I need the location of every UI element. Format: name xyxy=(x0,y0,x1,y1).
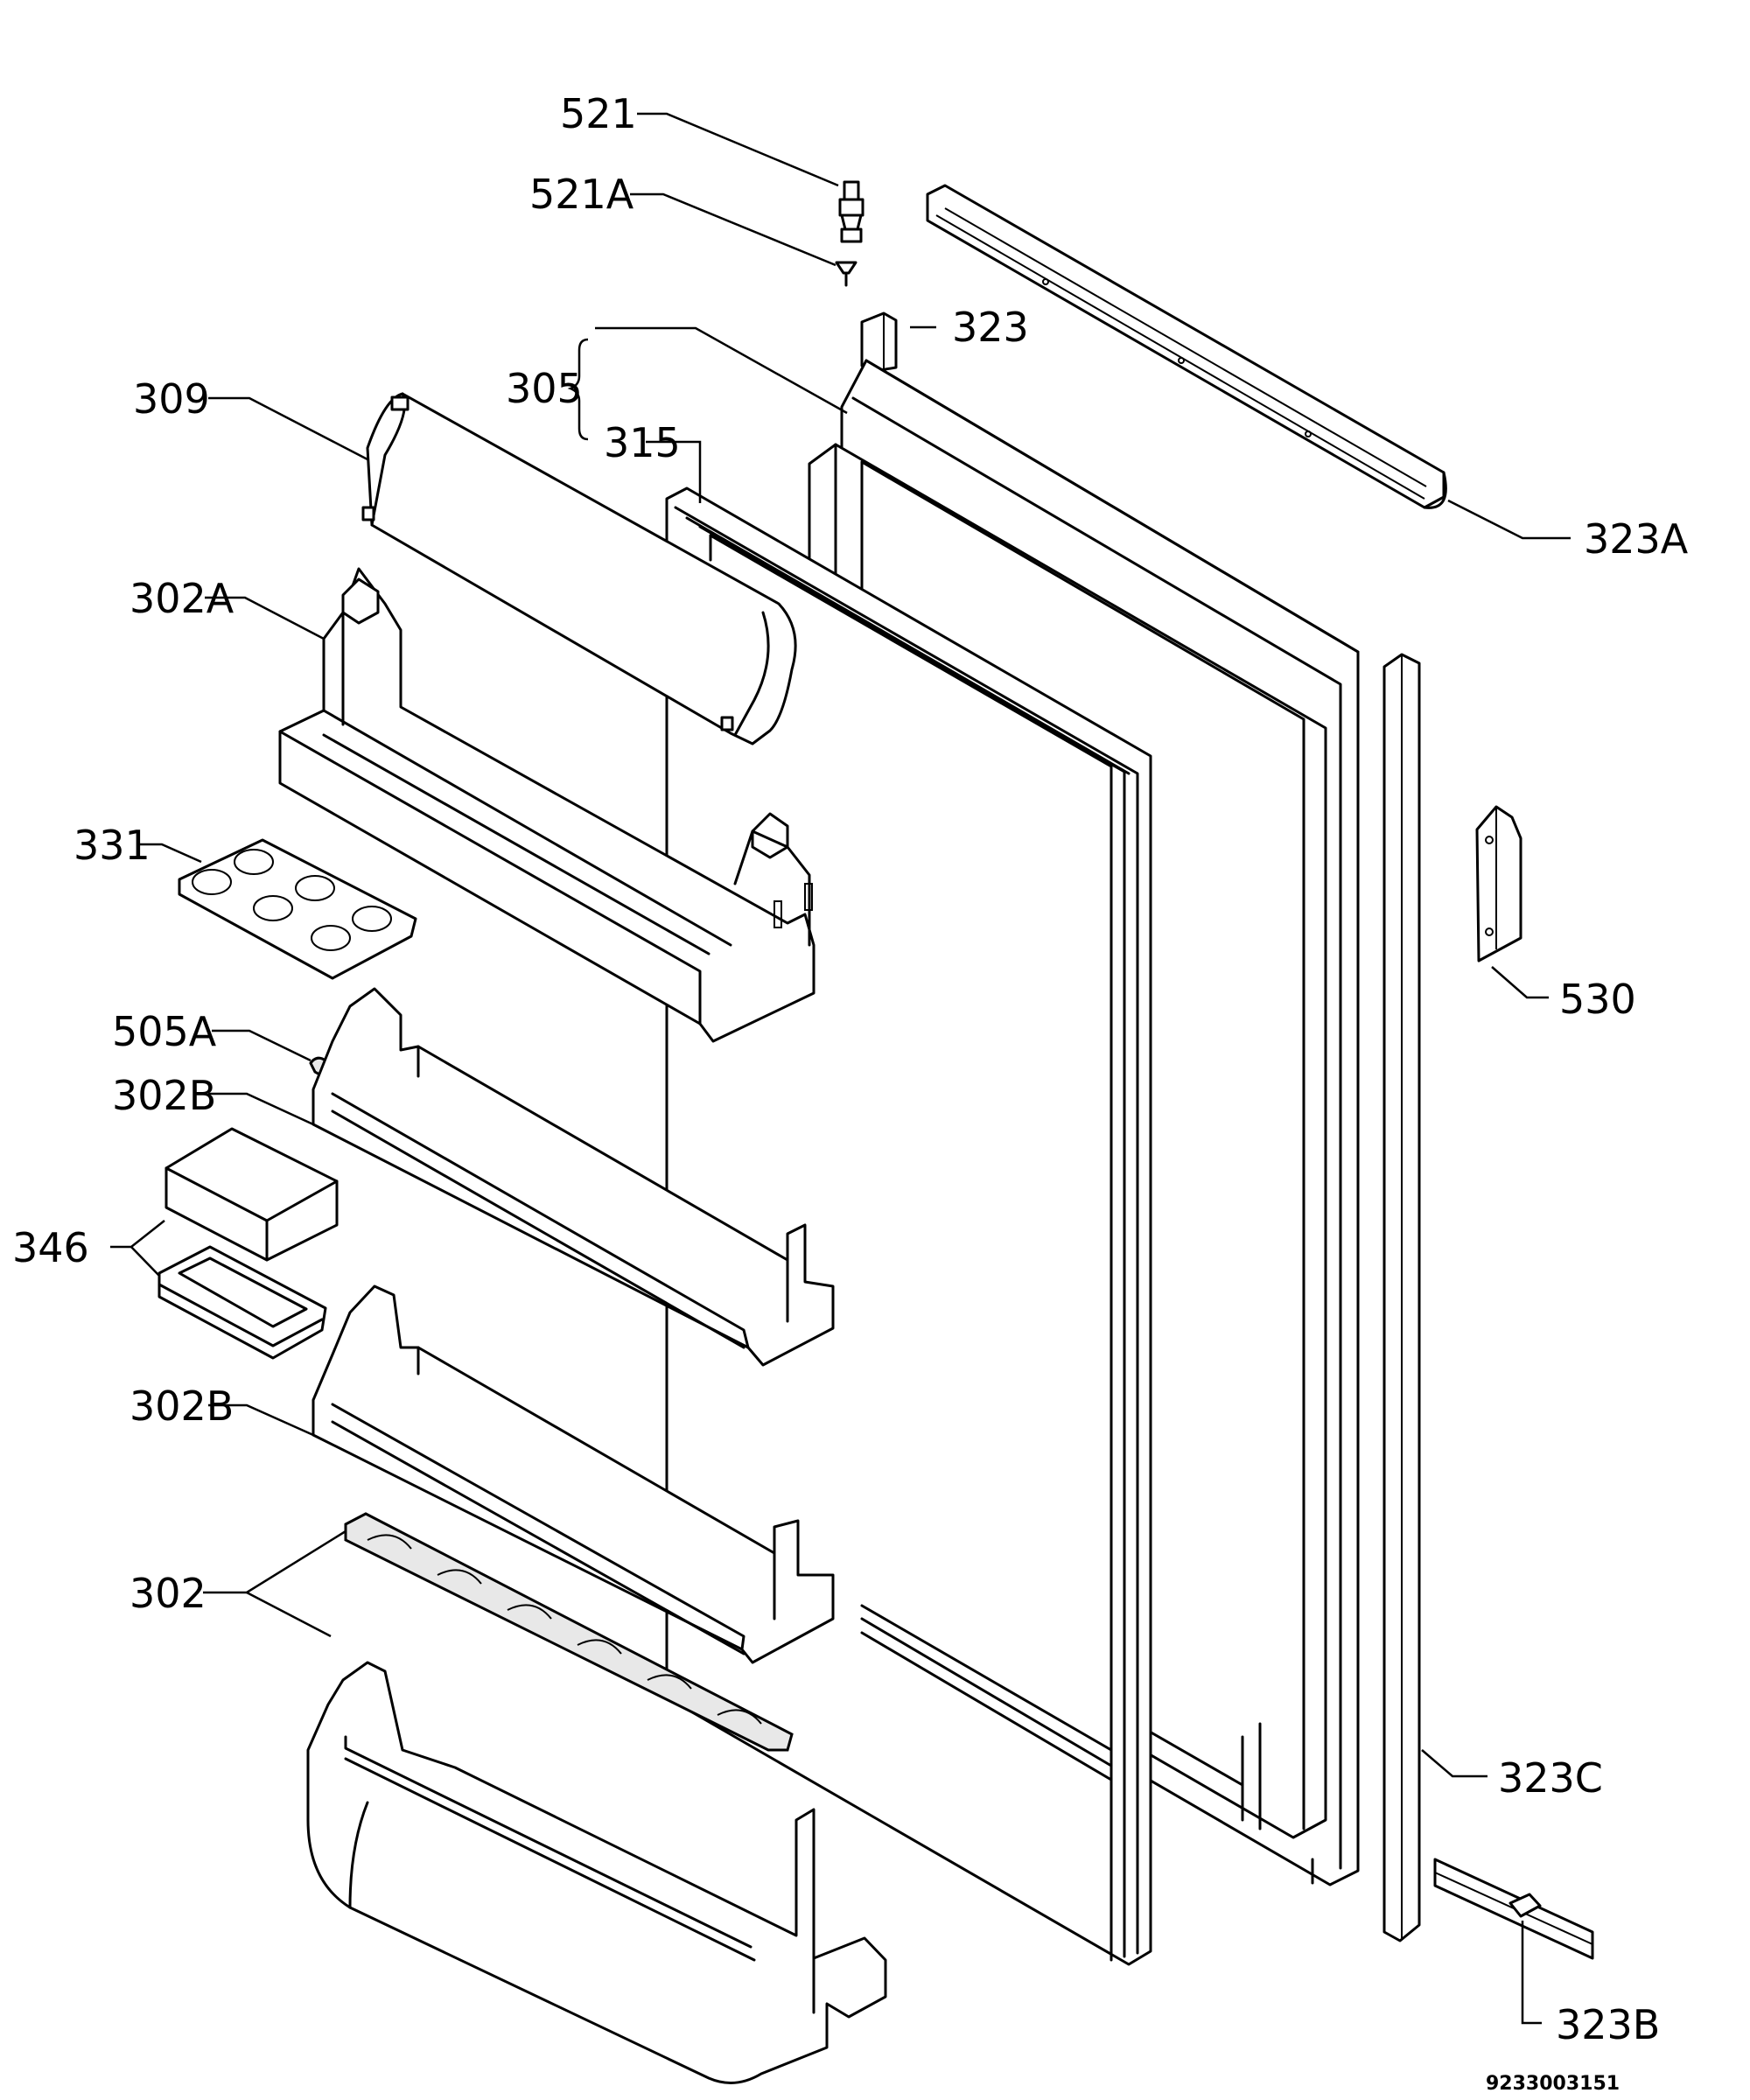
label-323c: 323C xyxy=(1498,1754,1603,1802)
label-323a: 323A xyxy=(1584,515,1689,563)
part-323a-top-strip xyxy=(926,184,1447,509)
brace-305 xyxy=(567,338,589,441)
label-302a: 302A xyxy=(130,575,234,622)
label-346: 346 xyxy=(12,1224,89,1271)
part-302-bottom-bin xyxy=(306,1661,887,2084)
part-346-butter-lid xyxy=(158,1245,327,1360)
part-323b-bottom-strip xyxy=(1433,1858,1594,1960)
label-331: 331 xyxy=(74,822,150,869)
label-323: 323 xyxy=(952,304,1029,351)
label-521a: 521A xyxy=(529,171,634,218)
label-302b-upper: 302B xyxy=(112,1072,216,1119)
part-331-egg-tray xyxy=(178,838,417,980)
part-323c-side-strip xyxy=(1382,653,1421,1942)
leader-lines xyxy=(110,112,1571,2025)
label-315: 315 xyxy=(604,419,681,466)
part-302b-shelf-upper xyxy=(312,987,835,1367)
label-302: 302 xyxy=(130,1570,206,1617)
label-302b-lower: 302B xyxy=(130,1382,234,1430)
drawing-code: 9233003151 xyxy=(1486,2073,1620,2095)
part-521a-screw xyxy=(835,261,858,287)
label-305: 305 xyxy=(506,365,583,412)
part-302b-shelf-lower xyxy=(312,1284,835,1664)
part-530-hinge-plate xyxy=(1475,805,1522,962)
label-309: 309 xyxy=(133,375,210,423)
label-530: 530 xyxy=(1559,976,1636,1023)
part-323-hinge-bracket xyxy=(860,312,898,373)
part-346-butter-box xyxy=(164,1127,339,1262)
part-521-hinge-pin xyxy=(838,180,864,243)
label-323b: 323B xyxy=(1556,2001,1660,2048)
label-505a: 505A xyxy=(112,1008,217,1055)
part-302-rack xyxy=(344,1512,794,1752)
part-309-flap-cover xyxy=(361,392,797,746)
part-302a-shelf xyxy=(278,567,816,1043)
label-521: 521 xyxy=(560,90,637,137)
